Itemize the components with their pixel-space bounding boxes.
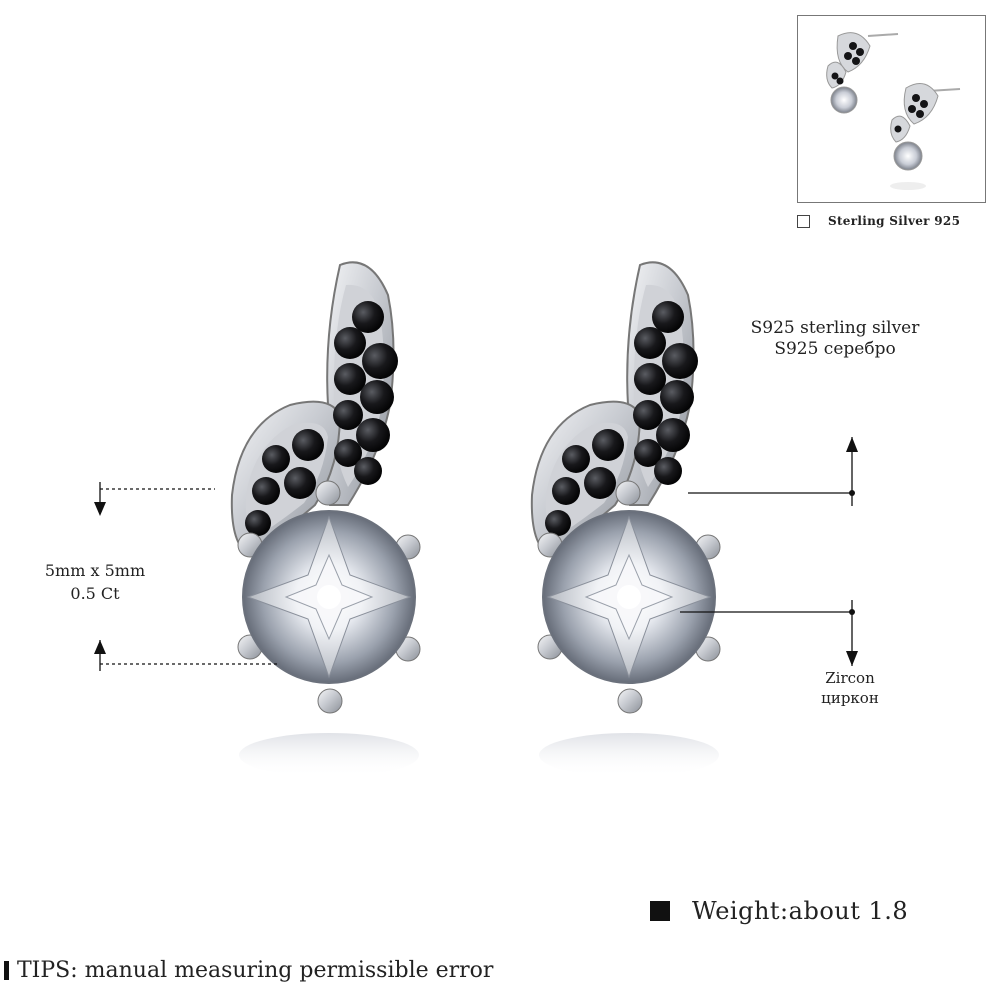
material-english: S925 sterling silver [750,318,920,338]
thumbnail-caption: Sterling Silver 925 [828,214,961,228]
thumbnail-earrings-image [826,32,961,190]
size-carat: 0.5 Ct [70,584,120,603]
square-bullet-icon [650,901,670,921]
stone-annotation: Zircon циркон [800,668,900,708]
tips-info: TIPS: manual measuring permissible error [4,958,493,983]
material-russian: S925 серебро [774,339,896,359]
size-annotation: 5mm x 5mm 0.5 Ct [40,559,150,605]
product-image [180,240,780,800]
stone-english: Zircon [825,669,875,687]
size-dimensions: 5mm x 5mm [44,561,146,580]
weight-info: Weight:about 1.8 [650,897,908,925]
stone-russian: циркон [821,689,879,707]
weight-text: Weight:about 1.8 [692,897,909,925]
option-checkbox[interactable] [797,214,810,228]
thumbnail-option[interactable]: Sterling Silver 925 [797,214,960,228]
material-annotation: S925 sterling silver S925 серебро [720,318,950,360]
product-thumbnail[interactable] [797,15,986,203]
bar-bullet-icon [4,961,9,980]
tips-text: TIPS: manual measuring permissible error [17,958,494,983]
